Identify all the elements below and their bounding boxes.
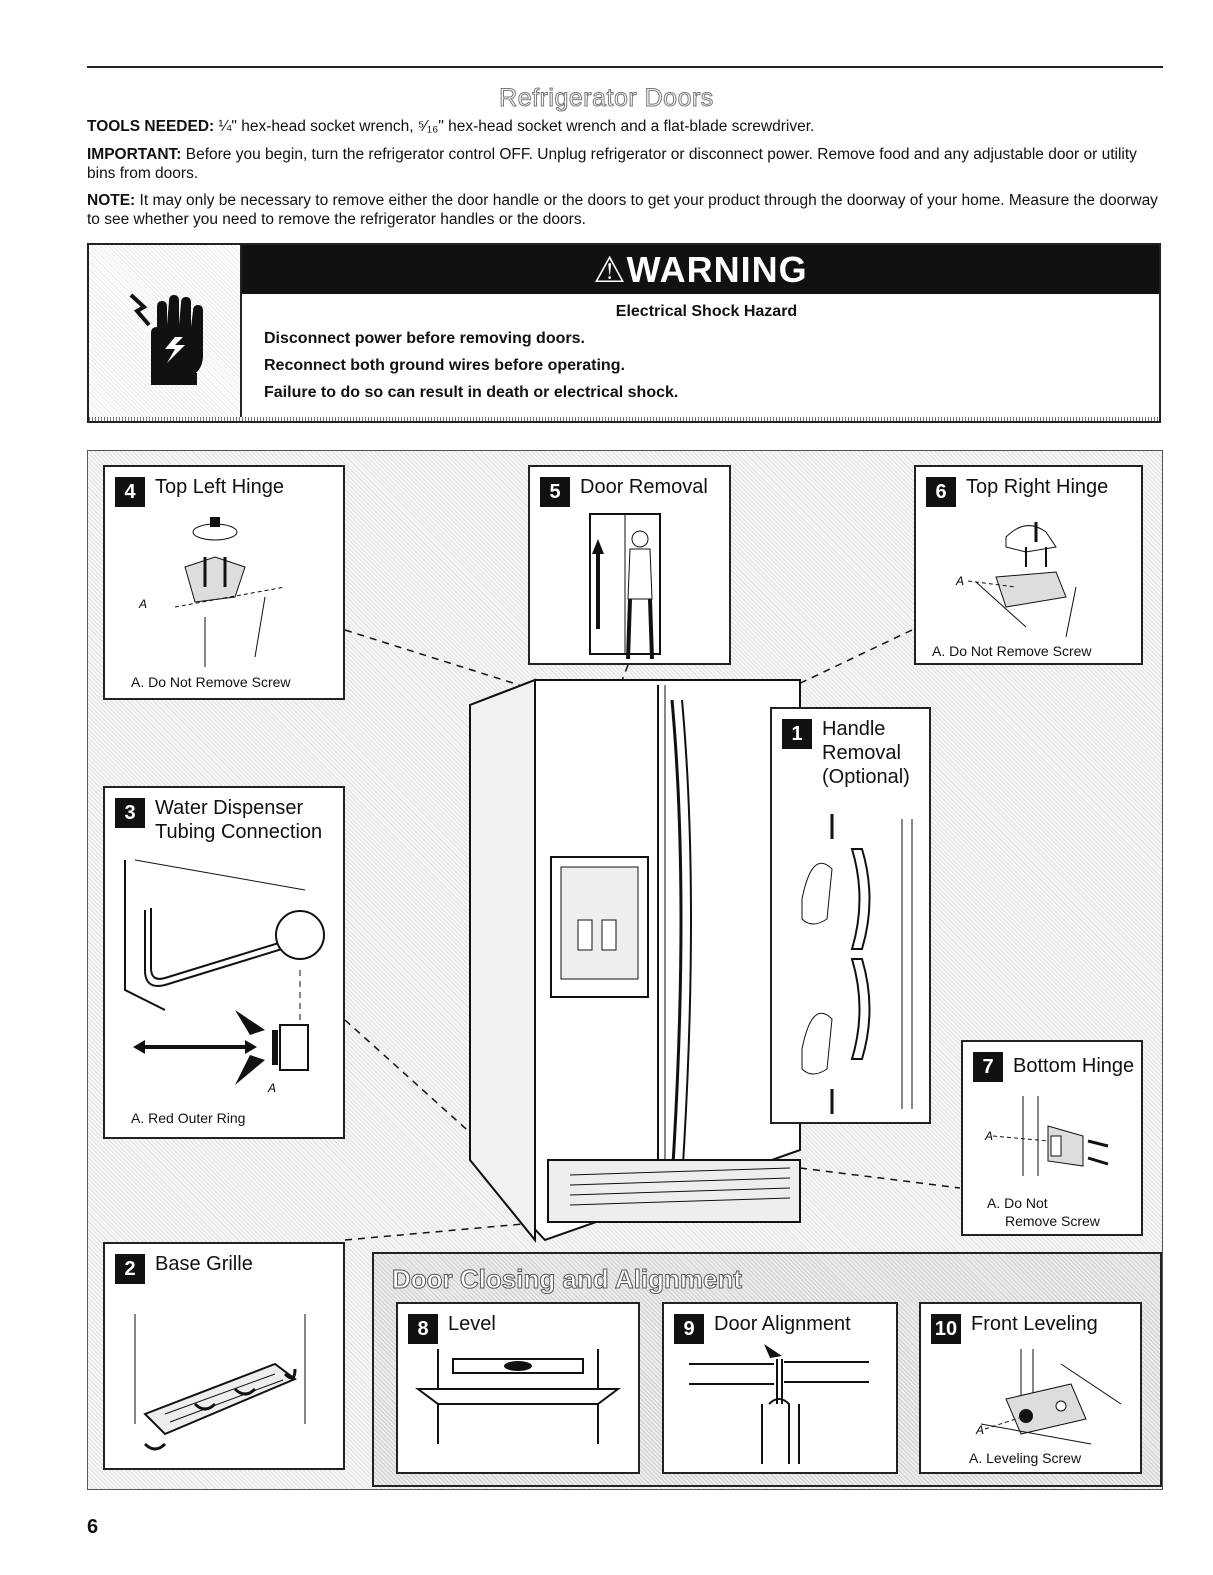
warning-heading: ⚠WARNING [242,245,1159,294]
callout-letter: A [984,1129,993,1143]
step-number-badge: 2 [115,1254,145,1284]
step-title: Water Dispenser Tubing Connection [155,796,322,844]
tools-text: ¼" hex-head socket wrench, ⁵⁄₁₆" hex-hea… [218,118,815,135]
callout-letter: A [138,597,147,611]
step-caption: A. Do Not Remove Screw [131,674,291,690]
tools-label: TOOLS NEEDED: [87,118,215,135]
callout-letter: A [955,574,964,588]
callout-letter: A [267,1081,276,1095]
electrical-shock-hand-icon [129,293,203,385]
warning-body: Electrical Shock Hazard Disconnect power… [264,303,1149,411]
step-panel-door-removal: 5 Door Removal [528,465,731,665]
step-title: Door Removal [580,476,708,498]
step-number-badge: 10 [931,1314,961,1344]
step-number-badge: 5 [540,477,570,507]
section-heading: Door Closing and Alignment [391,1264,743,1295]
step-panel-handle-removal: 1 Handle Removal (Optional) [770,707,931,1124]
step-caption: A. Do Not Remove Screw [987,1194,1100,1230]
handle-removal-illustration [801,814,913,1114]
step-caption: A. Do Not Remove Screw [932,643,1092,659]
step-title-line: Water Dispenser [155,797,304,819]
step-number-badge: 8 [408,1314,438,1344]
warning-box: ⚠WARNING Electrical Shock Hazard Disconn… [87,243,1161,423]
step-title: Front Leveling [971,1313,1098,1335]
note-text: It may only be necessary to remove eithe… [87,192,1158,228]
step-number-badge: 9 [674,1314,704,1344]
step-title: Top Left Hinge [155,476,284,498]
warning-bottom-strip [89,417,1159,421]
warning-line: Failure to do so can result in death or … [264,384,679,401]
important-label: IMPORTANT: [87,146,182,163]
top-right-hinge-illustration: A [955,522,1077,637]
step-number-badge: 4 [115,477,145,507]
step-panel-water-dispenser-tubing: 3 Water Dispenser Tubing Connection A A.… [103,786,345,1139]
important-text: Before you begin, turn the refrigerator … [87,146,1137,182]
important-paragraph: IMPORTANT: Before you begin, turn the re… [87,145,1167,183]
top-rule [87,66,1163,68]
step-title-line: (Optional) [822,766,910,788]
step-panel-bottom-hinge: 7 Bottom Hinge A A. Do Not Remove Screw [961,1040,1143,1236]
page-number: 6 [87,1516,99,1538]
step-panel-base-grille: 2 Base Grille [103,1242,345,1470]
note-label: NOTE: [87,192,136,209]
warning-line: Disconnect power before removing doors. [264,330,585,347]
front-leveling-illustration: A [975,1349,1122,1445]
tools-needed-paragraph: TOOLS NEEDED: ¼" hex-head socket wrench,… [87,117,1167,136]
step-panel-door-alignment: 9 Door Alignment [662,1302,898,1474]
note-paragraph: NOTE: It may only be necessary to remove… [87,191,1167,229]
step-title: Level [448,1313,496,1335]
warning-hazard: Electrical Shock Hazard [615,303,798,320]
step-title: Base Grille [155,1253,253,1275]
tubing-connection-illustration: A [124,859,325,1095]
step-title-line: Removal [822,742,901,764]
step-caption-line: Remove Screw [1005,1213,1100,1229]
step-title-line: Tubing Connection [155,821,323,843]
section-title: Refrigerator Doors [499,84,714,113]
warning-icon-cell [89,245,242,421]
top-left-hinge-illustration: A [138,517,286,667]
door-closing-alignment-section: Door Closing and Alignment 8 Level 9 Doo… [372,1252,1162,1487]
step-panel-top-left-hinge: 4 Top Left Hinge A A. Do Not Remove Scre… [103,465,345,700]
callout-letter: A [975,1423,984,1437]
step-title-line: Handle [822,718,886,740]
step-caption-line: A. Do Not [987,1195,1048,1211]
step-caption: A. Leveling Screw [969,1450,1082,1466]
step-number-badge: 6 [926,477,956,507]
step-title: Bottom Hinge [1013,1055,1135,1077]
step-panel-top-right-hinge: 6 Top Right Hinge A A. Do Not Remove Scr… [914,465,1143,665]
door-alignment-illustration [689,1344,869,1464]
warning-line: Reconnect both ground wires before opera… [264,357,625,374]
door-removal-illustration [589,513,661,660]
bottom-hinge-illustration: A [984,1096,1109,1176]
step-number-badge: 3 [115,798,145,828]
step-number-badge: 7 [973,1052,1003,1082]
level-illustration [415,1349,621,1444]
step-panel-front-leveling: 10 Front Leveling A A. Leveling Screw [919,1302,1142,1474]
step-title: Door Alignment [714,1313,851,1335]
step-title: Top Right Hinge [966,476,1109,498]
step-number-badge: 1 [782,719,812,749]
step-title: Handle Removal (Optional) [822,717,910,789]
base-grille-illustration [134,1314,306,1451]
step-caption: A. Red Outer Ring [131,1110,246,1126]
step-panel-level: 8 Level [396,1302,640,1474]
